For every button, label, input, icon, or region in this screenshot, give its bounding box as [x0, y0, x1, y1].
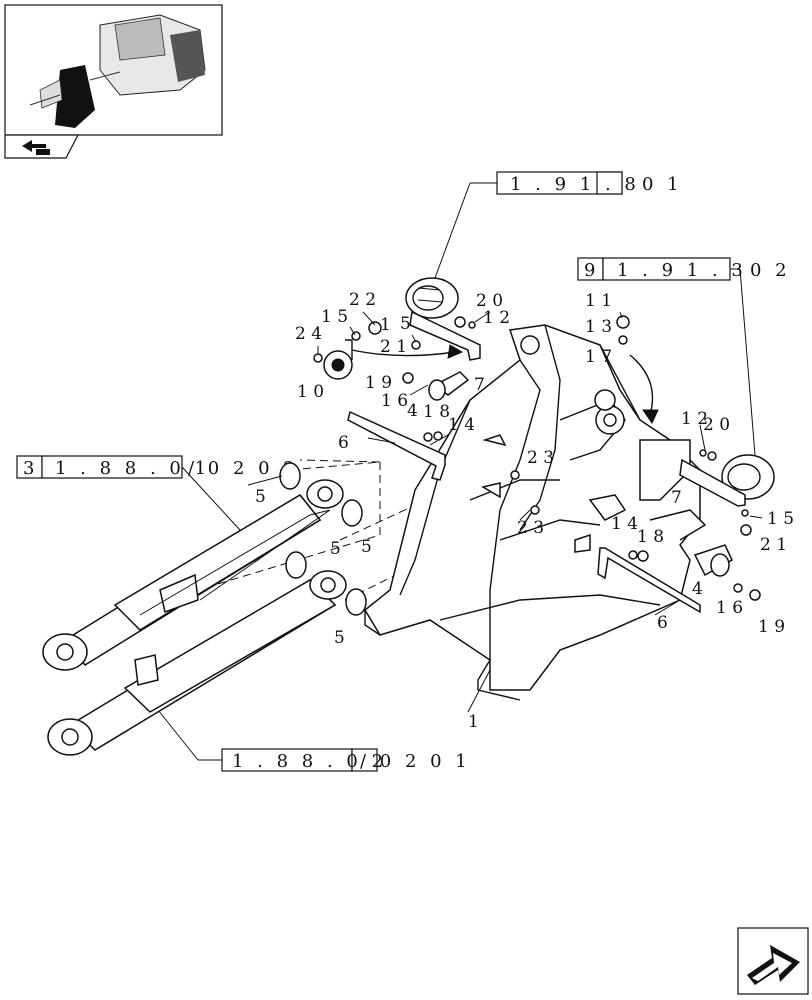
callout-labels: 2 2 1 5 1 2 4 5 2 1 1 0 2 0 1 2 1 9 1 6 … — [255, 290, 794, 732]
reference-code: 1 . 9 1 . 3 — [617, 260, 747, 281]
callout-15: 1 5 — [321, 307, 348, 327]
callout-1: 1 — [380, 315, 391, 335]
callout-19: 1 9 — [758, 617, 785, 637]
next-page-arrow-icon — [747, 945, 800, 985]
washer[interactable] — [285, 551, 307, 579]
callout-10: 1 0 — [297, 382, 324, 402]
reference-suffix: / 0 2 0 1 — [360, 751, 471, 772]
machine-overview-thumbnail — [29, 14, 206, 128]
thumbnail-panel[interactable] — [4, 4, 223, 136]
callout-16: 1 6 — [716, 598, 743, 618]
callout-12: 1 2 — [483, 308, 510, 328]
headlight-right[interactable] — [679, 454, 775, 507]
callout-17: 1 7 — [585, 347, 612, 367]
callout-20: 2 0 — [703, 415, 730, 435]
next-page-button[interactable] — [737, 927, 809, 995]
reference-box-1[interactable]: 1 . 9 1 . 8 0 1 — [496, 171, 683, 195]
reference-box-4[interactable]: 1 . 8 8 . 0 2 / 0 2 0 1 — [221, 748, 471, 772]
reference-code: 1 . 8 8 . 0 1 — [55, 458, 210, 479]
callout-5: 5 — [361, 537, 372, 557]
reference-suffix: 0 1 — [642, 174, 683, 195]
callout-5: 5 — [330, 539, 341, 559]
link-bar-left[interactable] — [347, 410, 446, 481]
reference-box-2[interactable]: 9 1 . 9 1 . 3 0 2 — [577, 257, 791, 281]
pin-right[interactable] — [693, 544, 733, 577]
callout-18: 1 8 — [423, 402, 450, 422]
callout-21: 2 1 — [380, 337, 407, 357]
callout-24: 2 4 — [295, 324, 322, 344]
callout-21: 2 1 — [760, 535, 787, 555]
callout-19: 1 9 — [365, 373, 392, 393]
callout-20: 2 0 — [476, 291, 503, 311]
callout-13: 1 3 — [585, 317, 612, 337]
work-light-left-small[interactable] — [323, 339, 353, 380]
washer[interactable] — [345, 588, 367, 616]
pin-left[interactable] — [428, 371, 470, 401]
callout-6: 6 — [338, 433, 349, 453]
hydraulic-cylinder-lower[interactable] — [47, 570, 347, 756]
callout-14: 1 4 — [611, 514, 638, 534]
washer[interactable] — [279, 462, 301, 490]
callout-7: 7 — [671, 488, 682, 508]
callout-16: 1 6 — [381, 391, 408, 411]
reference-prefix: 9 — [584, 260, 599, 281]
reference-suffix: / 0 2 0 2 — [188, 458, 299, 479]
reference-suffix: 0 2 — [750, 260, 791, 281]
reference-code: 1 . 9 1 . 8 — [510, 174, 640, 195]
callout-7: 7 — [474, 375, 485, 395]
callout-5: 5 — [400, 314, 411, 334]
reference-prefix: 3 — [23, 458, 38, 479]
back-button[interactable] — [4, 134, 79, 159]
hydraulic-cylinder-upper[interactable] — [42, 479, 344, 671]
callout-22: 2 2 — [349, 290, 376, 310]
callout-23: 2 3 — [527, 448, 554, 468]
reference-code: 1 . 8 8 . 0 2 — [232, 751, 387, 772]
link-bar-right[interactable] — [597, 547, 701, 614]
callout-4: 4 — [692, 579, 703, 599]
headlight-left[interactable] — [405, 277, 481, 361]
callout-18: 1 8 — [637, 527, 664, 547]
callout-23: 2 3 — [517, 518, 544, 538]
callout-12: 1 2 — [681, 409, 708, 429]
washer[interactable] — [341, 499, 363, 527]
callout-14: 1 4 — [448, 415, 475, 435]
callout-15: 1 5 — [767, 509, 794, 529]
callout-5: 5 — [255, 487, 266, 507]
reference-box-3[interactable]: 3 1 . 8 8 . 0 1 / 0 2 0 2 — [16, 455, 299, 479]
callout-1: 1 — [468, 712, 479, 732]
back-arrow-icon — [22, 140, 50, 155]
callout-6: 6 — [657, 613, 668, 633]
callout-5: 5 — [334, 628, 345, 648]
callout-11: 1 1 — [585, 291, 612, 311]
callout-4: 4 — [407, 401, 418, 421]
